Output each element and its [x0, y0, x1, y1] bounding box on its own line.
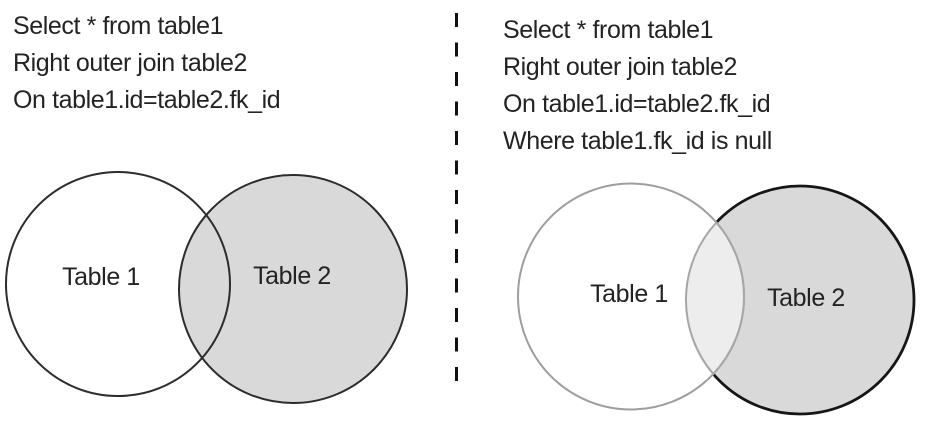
sql-text-left: Select * from table1 Right outer join ta… — [13, 8, 281, 119]
venn-diagram-right-outer-join-excluding: Table 1 Table 2 — [517, 182, 916, 416]
venn-label-table1: Table 1 — [590, 280, 668, 308]
venn-label-table2: Table 2 — [767, 284, 845, 312]
sql-line: Select * from table1 — [13, 12, 224, 40]
sql-line: Where table1.fk_id is null — [503, 127, 772, 155]
venn-diagram-right-outer-join: Table 1 Table 2 — [5, 171, 408, 404]
dashed-divider — [455, 13, 458, 392]
venn-circle-table1 — [5, 171, 231, 397]
venn-label-table2: Table 2 — [253, 262, 331, 290]
venn-label-table1: Table 1 — [62, 263, 140, 291]
sql-line: On table1.id=table2.fk_id — [13, 86, 281, 114]
venn-circle-table2-shaded — [178, 174, 408, 404]
sql-text-right: Select * from table1 Right outer join ta… — [503, 12, 772, 160]
sql-line: On table1.id=table2.fk_id — [503, 90, 771, 118]
sql-line: Right outer join table2 — [503, 53, 738, 81]
sql-line: Select * from table1 — [503, 16, 714, 44]
venn-intersection-lens — [685, 221, 745, 376]
sql-line: Right outer join table2 — [13, 49, 248, 77]
